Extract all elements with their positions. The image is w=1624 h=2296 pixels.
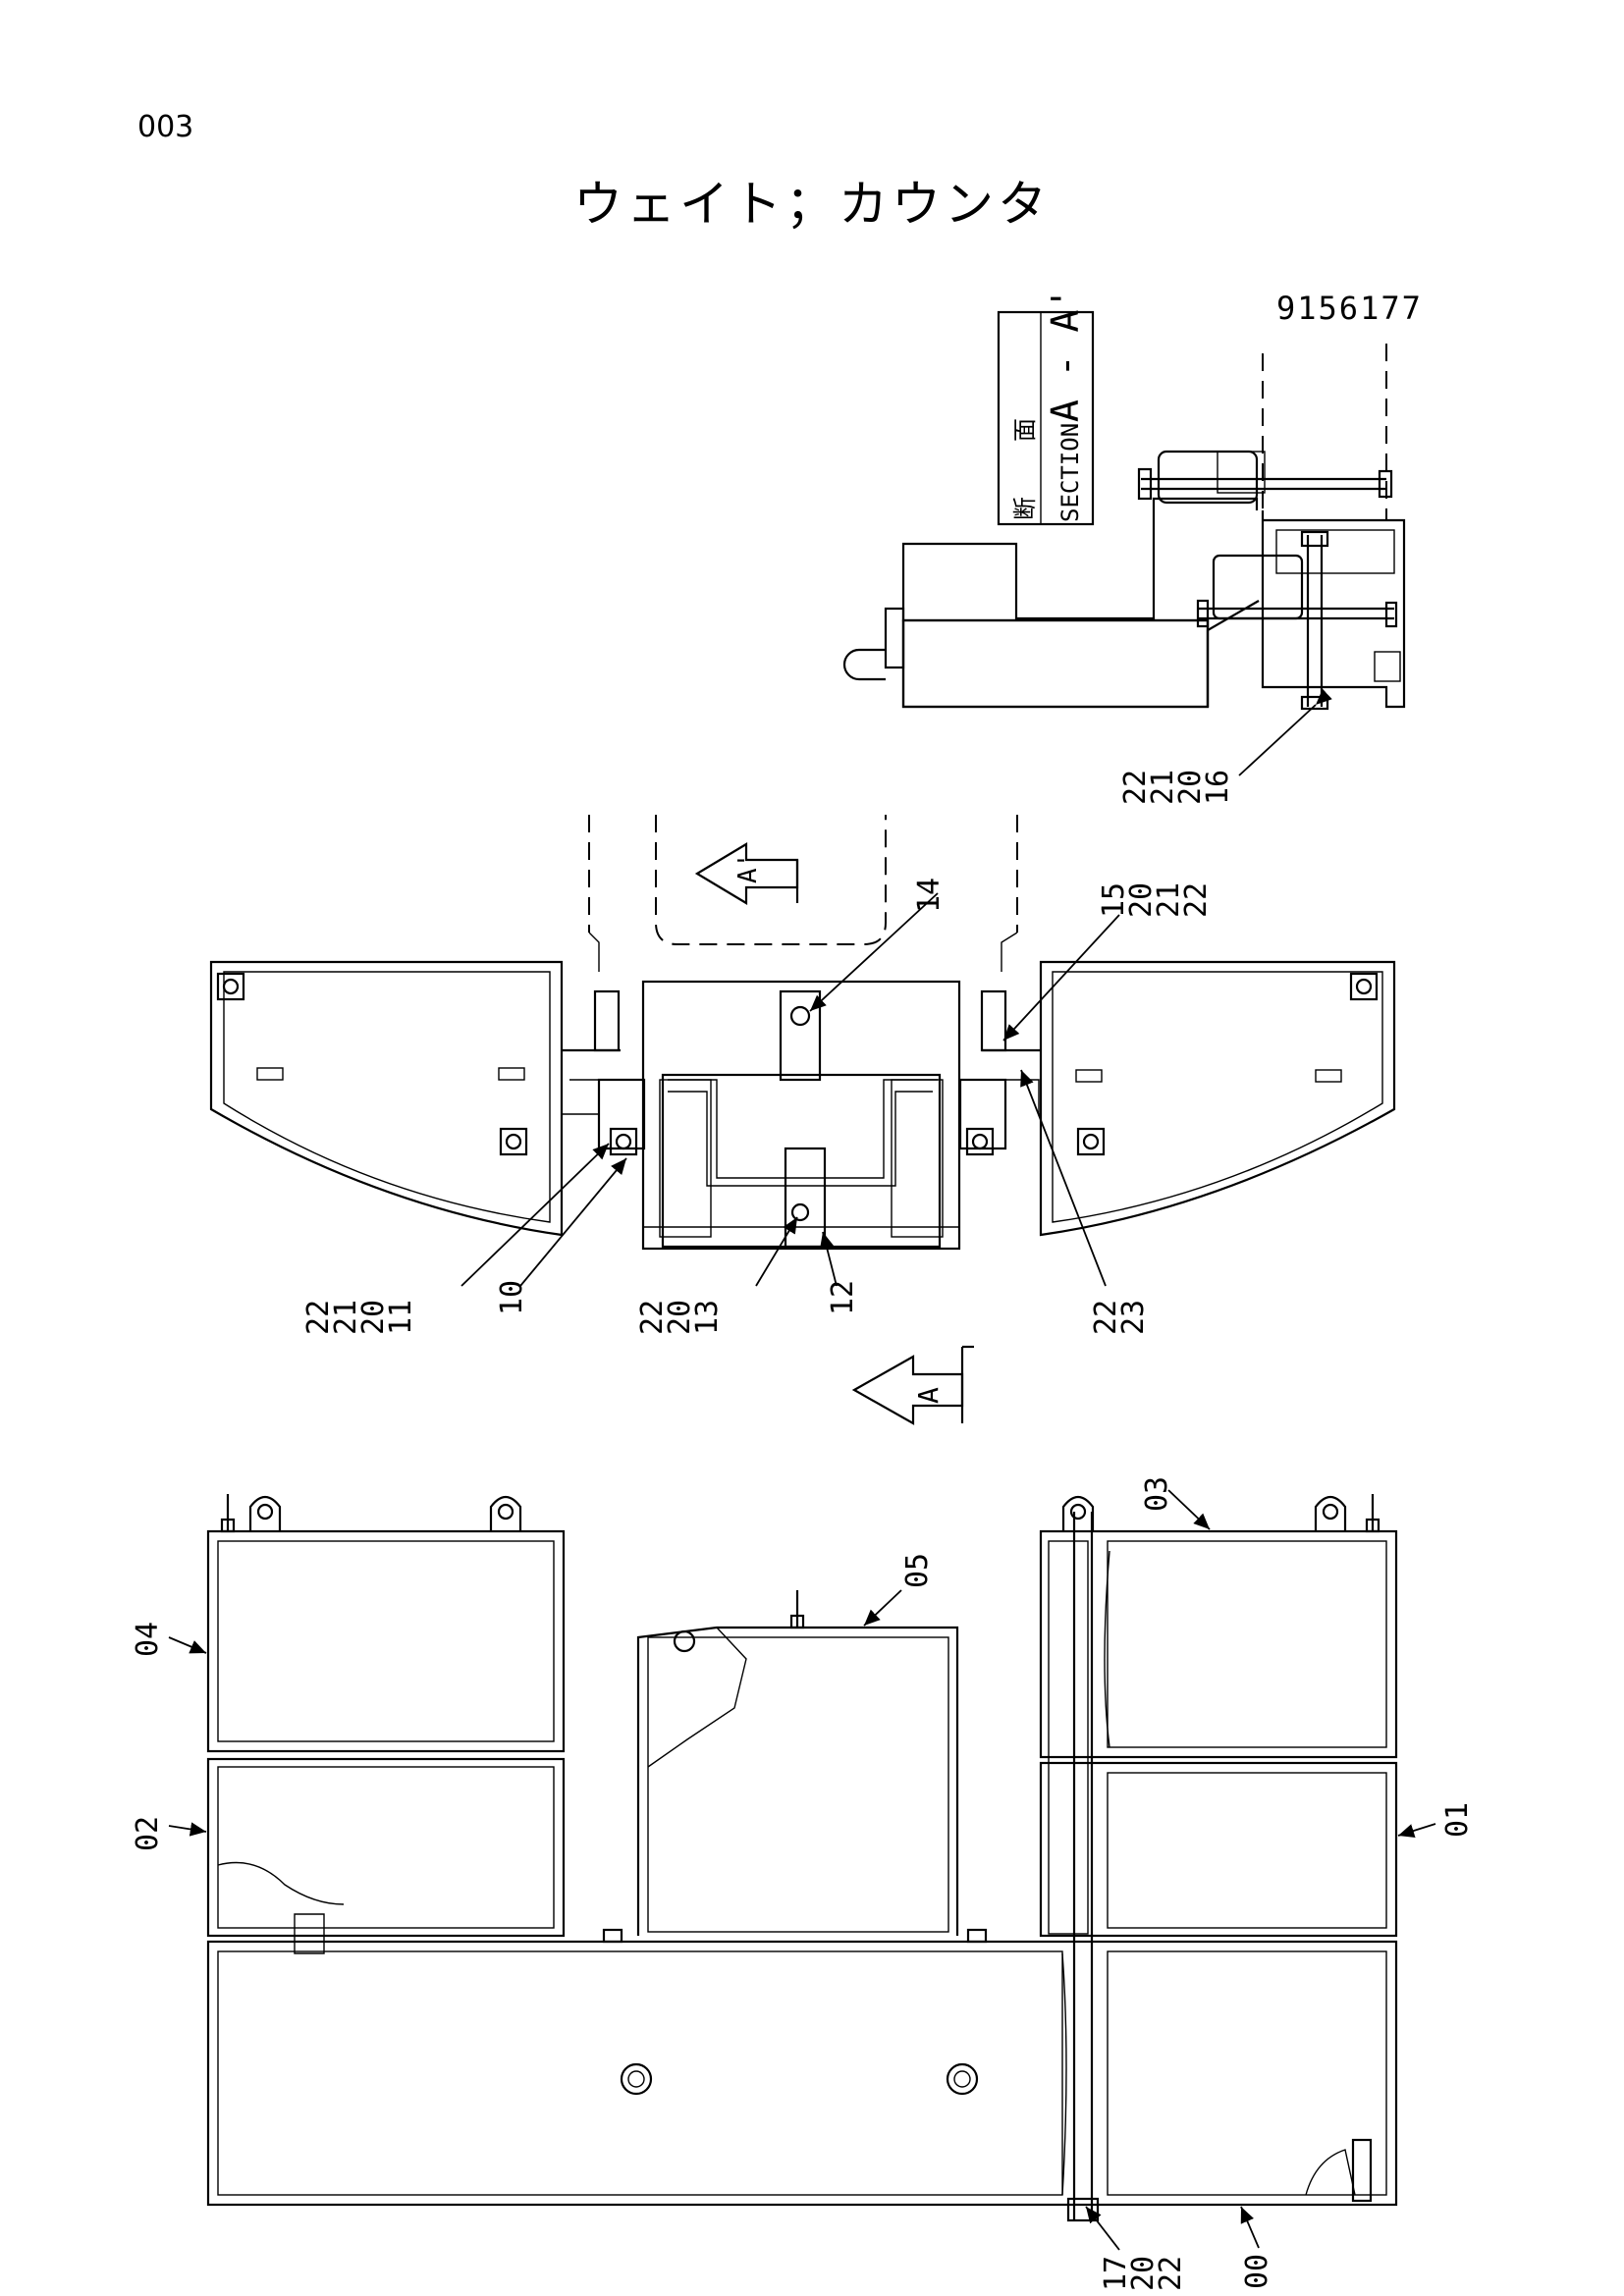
callout-15: 15 [1097, 882, 1131, 918]
callout-12: 12 [826, 1280, 860, 1315]
section-view: 断 面 SECTION A - A' [842, 288, 1406, 805]
callout-21: 21 [1146, 770, 1180, 805]
section-english: SECTION [1056, 423, 1084, 522]
callout-20f: 20 [1126, 2256, 1161, 2291]
callout-23: 23 [1116, 1300, 1151, 1335]
callout-00: 00 [1240, 2254, 1274, 2289]
callout-16: 16 [1201, 770, 1235, 805]
section-label-box [997, 310, 1095, 526]
callout-22e: 22 [1089, 1300, 1123, 1335]
callout-13: 13 [690, 1300, 725, 1335]
callout-22f: 22 [1154, 2256, 1188, 2291]
callout-22b: 22 [1179, 882, 1214, 918]
callout-02: 02 [131, 1816, 165, 1851]
drawing-number: 9156177 [1276, 290, 1423, 327]
callout-14: 14 [912, 878, 947, 913]
callout-20c: 20 [356, 1300, 391, 1335]
view-arrow-a-prime-label: A' [733, 853, 763, 883]
callout-10: 10 [495, 1280, 529, 1315]
callout-20d: 20 [663, 1300, 697, 1335]
callout-22c: 22 [301, 1300, 336, 1335]
section-kanji-2: 面 [1011, 418, 1039, 442]
view-arrow-a [851, 1355, 964, 1425]
callout-05: 05 [900, 1553, 935, 1588]
callout-04: 04 [131, 1622, 165, 1657]
callout-01: 01 [1440, 1802, 1475, 1838]
callout-03: 03 [1140, 1476, 1174, 1512]
callout-21b: 21 [1152, 882, 1186, 918]
section-kanji-1: 断 [1011, 497, 1039, 520]
view-arrow-a-label: A [912, 1387, 945, 1404]
callout-20b: 20 [1124, 882, 1159, 918]
callout-22d: 22 [635, 1300, 670, 1335]
top-view: A' [209, 815, 1396, 1425]
front-view: 03 05 04 02 01 17 20 22 00 [131, 1476, 1475, 2291]
page-title: ウェイト；カウンタ [573, 176, 1051, 233]
section-view-label: A - A' [1044, 288, 1087, 422]
callout-20: 20 [1173, 770, 1208, 805]
callout-21c: 21 [329, 1300, 363, 1335]
page-number: 003 [137, 110, 194, 144]
callout-22: 22 [1118, 770, 1153, 805]
callout-17: 17 [1099, 2256, 1133, 2291]
callout-11: 11 [384, 1300, 418, 1335]
